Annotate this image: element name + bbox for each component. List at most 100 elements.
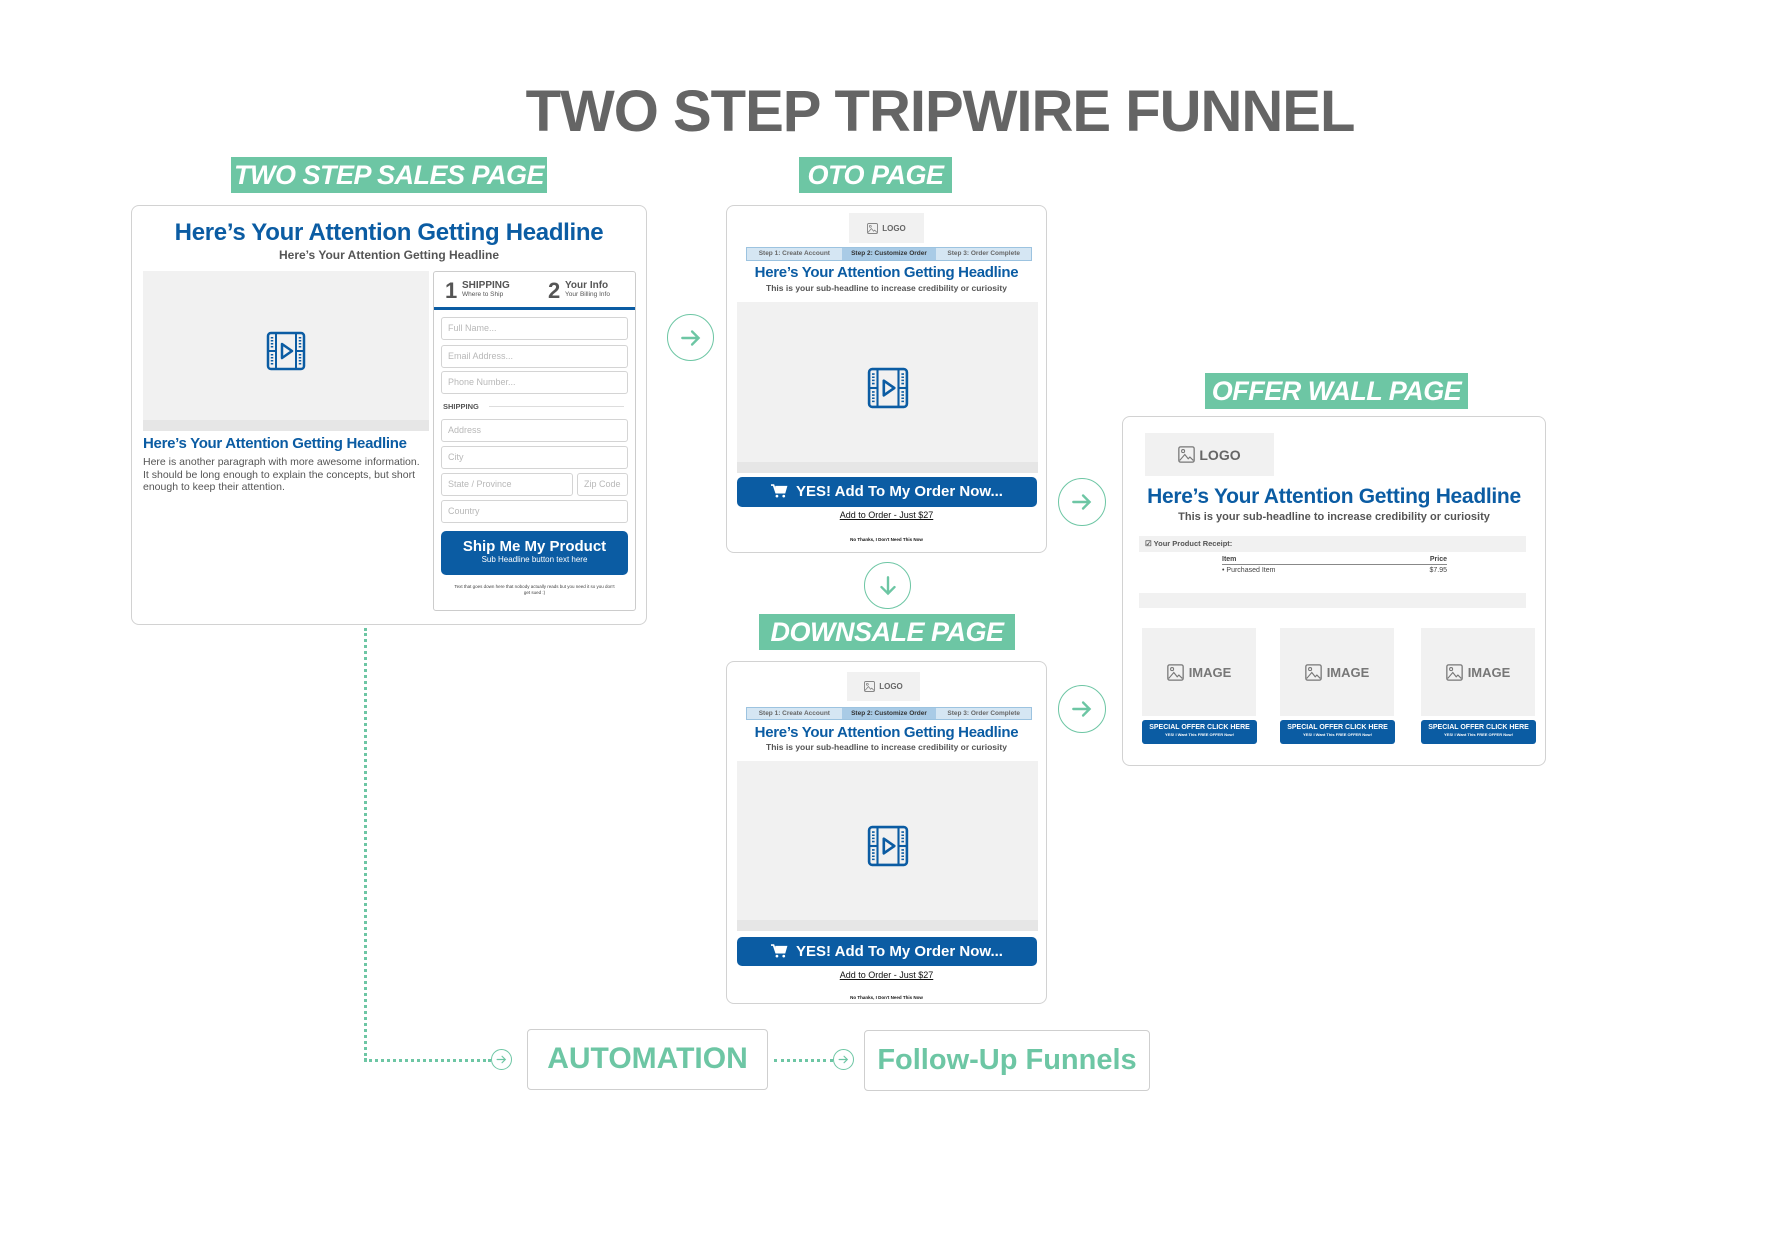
cart-icon xyxy=(771,944,788,958)
image-icon xyxy=(1178,446,1195,463)
label-downsale-page: DOWNSALE PAGE xyxy=(759,614,1015,650)
video-control-bar[interactable] xyxy=(737,920,1038,931)
col-price: Price xyxy=(1429,556,1447,563)
automation-box: AUTOMATION xyxy=(527,1029,768,1090)
state-input[interactable]: State / Province xyxy=(441,473,573,496)
video-control-bar[interactable] xyxy=(143,420,429,431)
offerwall-logo-text: LOGO xyxy=(1199,446,1241,463)
receipt-table-header: Item Price xyxy=(1222,556,1447,565)
email-input[interactable]: Email Address... xyxy=(441,345,628,368)
arrow-right-icon xyxy=(495,1053,508,1066)
arrow-oto-to-offerwall xyxy=(1058,478,1106,526)
cart-icon xyxy=(771,484,788,498)
zip-input[interactable]: Zip Code xyxy=(577,473,628,496)
country-select[interactable]: Country xyxy=(441,500,628,523)
oto-video-player[interactable] xyxy=(737,302,1038,473)
oto-step-2: Step 2: Customize Order xyxy=(841,248,937,260)
video-film-icon xyxy=(266,331,306,371)
step2-number: 2 xyxy=(548,278,561,303)
label-sales-page: TWO STEP SALES PAGE xyxy=(231,157,547,193)
downsale-logo-text: LOGO xyxy=(879,682,903,691)
sales-paragraph: Here is another paragraph with more awes… xyxy=(143,456,420,493)
offer-button-sublabel: YES! I Want This FREE OFFER Now! xyxy=(1303,732,1372,737)
label-oto-page: OTO PAGE xyxy=(799,157,952,193)
image-icon xyxy=(864,681,875,692)
oto-headline: Here’s Your Attention Getting Headline xyxy=(754,264,1019,281)
image-icon xyxy=(1167,664,1184,681)
oto-subheadline: This is your sub-headline to increase cr… xyxy=(766,283,1007,293)
sales-subheadline: Here’s Your Attention Getting Headline xyxy=(278,248,500,262)
image-icon xyxy=(867,223,878,234)
downsale-page-card: LOGO Step 1: Create Account Step 2: Cust… xyxy=(726,661,1047,1004)
dotted-connector-vertical xyxy=(364,628,367,1061)
video-player[interactable] xyxy=(143,271,429,431)
oto-add-to-order-button[interactable]: YES! Add To My Order Now... xyxy=(737,477,1037,507)
offer-button-sublabel: YES! I Want This FREE OFFER Now! xyxy=(1165,732,1234,737)
offerwall-logo: LOGO xyxy=(1145,433,1274,476)
row-price: $7.95 xyxy=(1429,567,1447,574)
step1-number: 1 xyxy=(445,278,458,303)
oto-page-card: LOGO Step 1: Create Account Step 2: Cust… xyxy=(726,205,1047,553)
col-item: Item xyxy=(1222,556,1237,563)
address-input[interactable]: Address xyxy=(441,419,628,442)
shipping-section-label: SHIPPING xyxy=(443,402,479,411)
form-steps: 1 SHIPPING Where to Ship 2 Your Info You… xyxy=(434,272,635,310)
offer-button-label: SPECIAL OFFER CLICK HERE xyxy=(1149,724,1250,731)
offer-button-label: SPECIAL OFFER CLICK HERE xyxy=(1428,724,1529,731)
step1-title: SHIPPING xyxy=(462,280,510,291)
offer-button-sublabel: YES! I Want This FREE OFFER Now! xyxy=(1444,732,1513,737)
image-icon xyxy=(1446,664,1463,681)
receipt-title: Your Product Receipt: xyxy=(1153,539,1233,548)
city-input[interactable]: City xyxy=(441,446,628,469)
downsale-add-to-order-button[interactable]: YES! Add To My Order Now... xyxy=(737,937,1037,966)
step1-subtitle: Where to Ship xyxy=(462,291,504,298)
oto-logo-text: LOGO xyxy=(882,223,906,233)
offer-image-label: IMAGE xyxy=(1467,664,1511,680)
video-control-bar[interactable] xyxy=(737,462,1038,473)
oto-progress-steps: Step 1: Create Account Step 2: Customize… xyxy=(746,247,1032,261)
offerwall-headline: Here’s Your Attention Getting Headline xyxy=(1147,485,1521,508)
arrow-right-icon xyxy=(678,325,704,351)
downsale-add-link[interactable]: Add to Order - Just $27 xyxy=(839,970,934,980)
dotted-connector-horizontal-2 xyxy=(774,1059,833,1062)
order-form: 1 SHIPPING Where to Ship 2 Your Info You… xyxy=(433,271,636,611)
downsale-logo: LOGO xyxy=(847,672,920,701)
receipt-header: ☑ Your Product Receipt: xyxy=(1139,536,1526,552)
step2-title: Your Info xyxy=(565,280,609,291)
form-fine-print: Text that goes down here that nobody act… xyxy=(454,584,615,595)
arrow-oto-to-downsale xyxy=(864,562,911,609)
offer-image-label: IMAGE xyxy=(1326,664,1370,680)
offer-image-2: IMAGE xyxy=(1280,628,1394,716)
downsale-headline: Here’s Your Attention Getting Headline xyxy=(754,724,1019,741)
ship-button-sublabel: Sub Headline button text here xyxy=(481,555,588,564)
downsale-decline-link[interactable]: No Thanks, I Don't Need This Now xyxy=(850,995,923,1000)
phone-input[interactable]: Phone Number... xyxy=(441,371,628,394)
oto-decline-link[interactable]: No Thanks, I Don't Need This Now xyxy=(850,537,923,542)
video-film-icon xyxy=(867,825,909,867)
offer-image-3: IMAGE xyxy=(1421,628,1535,716)
downsale-step-2: Step 2: Customize Order xyxy=(841,708,937,719)
section-divider xyxy=(489,406,624,407)
offer-image-label: IMAGE xyxy=(1188,664,1232,680)
downsale-step-1: Step 1: Create Account xyxy=(758,710,830,717)
receipt-row: • Purchased Item $7.95 xyxy=(1222,567,1447,574)
arrow-down-icon xyxy=(875,573,901,599)
follow-up-funnels-box: Follow-Up Funnels xyxy=(864,1030,1150,1091)
oto-step-3: Step 3: Order Complete xyxy=(947,250,1020,257)
downsale-progress-steps: Step 1: Create Account Step 2: Customize… xyxy=(746,707,1032,720)
ship-product-button[interactable]: Ship Me My Product Sub Headline button t… xyxy=(441,531,628,575)
downsale-button-label: YES! Add To My Order Now... xyxy=(796,943,1003,960)
arrow-to-followup xyxy=(833,1049,854,1070)
oto-add-link[interactable]: Add to Order - Just $27 xyxy=(839,510,934,520)
oto-button-label: YES! Add To My Order Now... xyxy=(796,483,1003,500)
dotted-connector-horizontal xyxy=(364,1059,491,1062)
sales-page-card: Here’s Your Attention Getting Headline H… xyxy=(131,205,647,625)
arrow-right-icon xyxy=(1069,696,1095,722)
full-name-input[interactable]: Full Name... xyxy=(441,317,628,340)
offerwall-subheadline: This is your sub-headline to increase cr… xyxy=(1178,511,1490,523)
downsale-video-player[interactable] xyxy=(737,761,1038,931)
video-film-icon xyxy=(867,367,909,409)
